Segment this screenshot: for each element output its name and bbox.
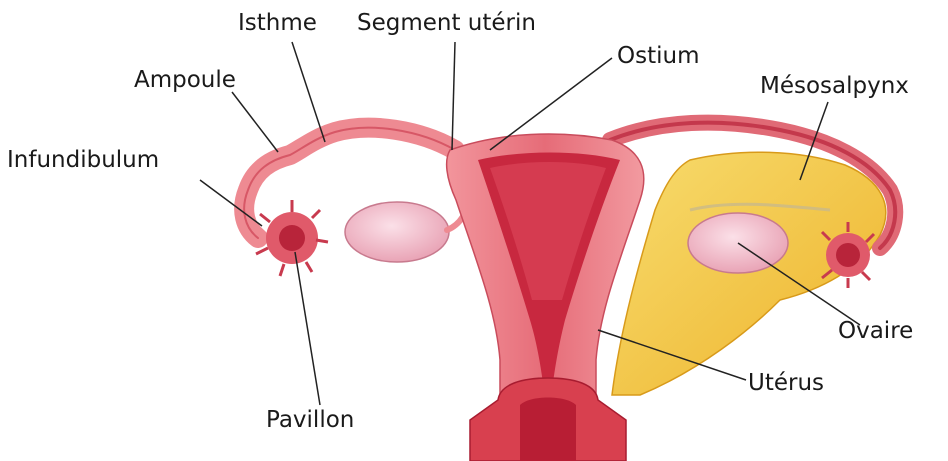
label-ovaire: Ovaire (838, 320, 913, 343)
label-infundibulum: Infundibulum (7, 149, 159, 172)
label-isthme: Isthme (238, 12, 317, 35)
label-uterus: Utérus (748, 372, 824, 395)
left-fimbriae (256, 200, 328, 276)
label-ostium: Ostium (617, 45, 699, 68)
label-segment-uterin: Segment utérin (357, 12, 536, 35)
label-mesosalpynx: Mésosalpynx (760, 75, 909, 98)
label-pavillon: Pavillon (266, 409, 354, 432)
left-ovary (345, 202, 449, 262)
label-ampoule: Ampoule (134, 69, 236, 92)
